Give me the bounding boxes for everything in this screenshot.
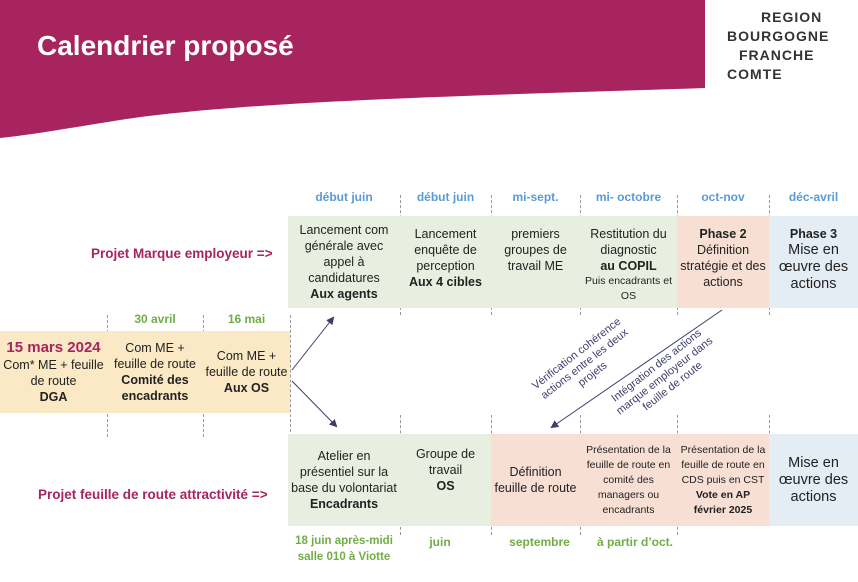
bottom-box-presentation-cds: Présentation de la feuille de route en C… xyxy=(677,434,769,526)
date-septembre: septembre xyxy=(509,535,570,549)
logo-line: FRANCHE xyxy=(739,47,815,63)
box-text: Com ME + feuille de route xyxy=(205,349,288,379)
box-target: Aux OS xyxy=(223,381,270,395)
box-target: OS xyxy=(436,479,455,493)
box-text: Com* ME + feuille de route xyxy=(3,358,104,388)
logo-line: COMTE xyxy=(727,66,783,82)
header-debut-juin-2: début juin xyxy=(416,190,475,204)
top-box-restitution: Restitution du diagnostic au COPIL Puis en… xyxy=(580,216,677,308)
box-target: Encadrants xyxy=(309,497,379,511)
box-target: Vote en AP février 2025 xyxy=(693,488,753,516)
box-target: DGA xyxy=(39,390,68,404)
box-text: Groupe de travail xyxy=(415,447,476,477)
date-18-juin: 18 juin après-midi salle 010 à Viotte xyxy=(295,535,393,563)
page-title: Calendrier proposé xyxy=(37,30,294,61)
phase-label: Phase 3 xyxy=(789,227,838,241)
project-marque-employeur-label: Projet Marque employeur => xyxy=(91,246,273,261)
box-text: Com ME + feuille de route xyxy=(113,341,196,371)
bottom-box-mise-en-oeuvre: Mise en œuvre des actions xyxy=(769,434,858,526)
bottom-box-definition: Définition feuille de route xyxy=(491,434,580,526)
header-30-avril: 30 avril xyxy=(134,312,176,326)
header-16-mai: 16 mai xyxy=(227,312,266,326)
box-text: Définition stratégie et des actions xyxy=(680,243,766,289)
header-mi-sept: mi-sept. xyxy=(512,190,559,204)
date-label: 15 mars 2024 xyxy=(6,339,101,356)
project-feuille-route-label: Projet feuille de route attractivité => xyxy=(38,487,268,502)
box-text: Mise en œuvre des actions xyxy=(778,242,849,292)
logo-line: BOURGOGNE xyxy=(727,28,830,44)
box-text: Présentation de la feuille de route en C… xyxy=(680,443,766,486)
box-text: premiers groupes de travail ME xyxy=(504,227,567,273)
box-text: Mise en œuvre des actions xyxy=(778,454,849,505)
header-banner xyxy=(0,0,705,138)
date-juin: juin xyxy=(429,535,451,549)
box-text: Définition feuille de route xyxy=(494,465,577,495)
header-oct-nov: oct-nov xyxy=(701,190,745,204)
box-text: Présentation de la feuille de route en c… xyxy=(586,443,671,516)
box-text: Lancement enquête de perception xyxy=(414,227,477,273)
arrow-to-fr xyxy=(291,380,338,428)
box-text: Restitution du diagnostic xyxy=(590,227,667,257)
logo-line: REGION xyxy=(761,9,823,25)
header-mi-octobre: mi- octobre xyxy=(595,190,662,204)
arrow-integration xyxy=(550,309,723,429)
top-box-groupes: premiers groupes de travail ME xyxy=(491,216,580,308)
top-box-lancement-com: Lancement com générale avec appel à cand… xyxy=(288,216,400,308)
bottom-box-atelier: Atelier en présentiel sur la base du vol… xyxy=(288,434,400,526)
header-dec-avril: déc-avril xyxy=(788,190,839,204)
box-target: Comité des encadrants xyxy=(121,373,189,403)
top-box-phase-2: Phase 2 Définition stratégie et des actio… xyxy=(677,216,769,308)
bottom-box-presentation-comite: Présentation de la feuille de route en c… xyxy=(580,434,677,526)
header-debut-juin: début juin xyxy=(315,190,373,204)
box-target: Aux agents xyxy=(310,287,378,301)
arrow-to-me xyxy=(291,316,335,371)
box-target: au COPIL xyxy=(600,259,657,273)
box-target: Aux 4 cibles xyxy=(409,275,482,289)
region-logo: REGION BOURGOGNE FRANCHE COMTE xyxy=(727,8,829,84)
box-text: Lancement com générale avec appel à cand… xyxy=(299,223,389,285)
phase-label: Phase 2 xyxy=(699,227,747,241)
box-note: Puis encadrants et OS xyxy=(585,275,672,302)
box-text: Atelier en présentiel sur la base du vol… xyxy=(291,449,397,495)
date-a-partir-oct: à partir d’oct. xyxy=(596,535,673,549)
